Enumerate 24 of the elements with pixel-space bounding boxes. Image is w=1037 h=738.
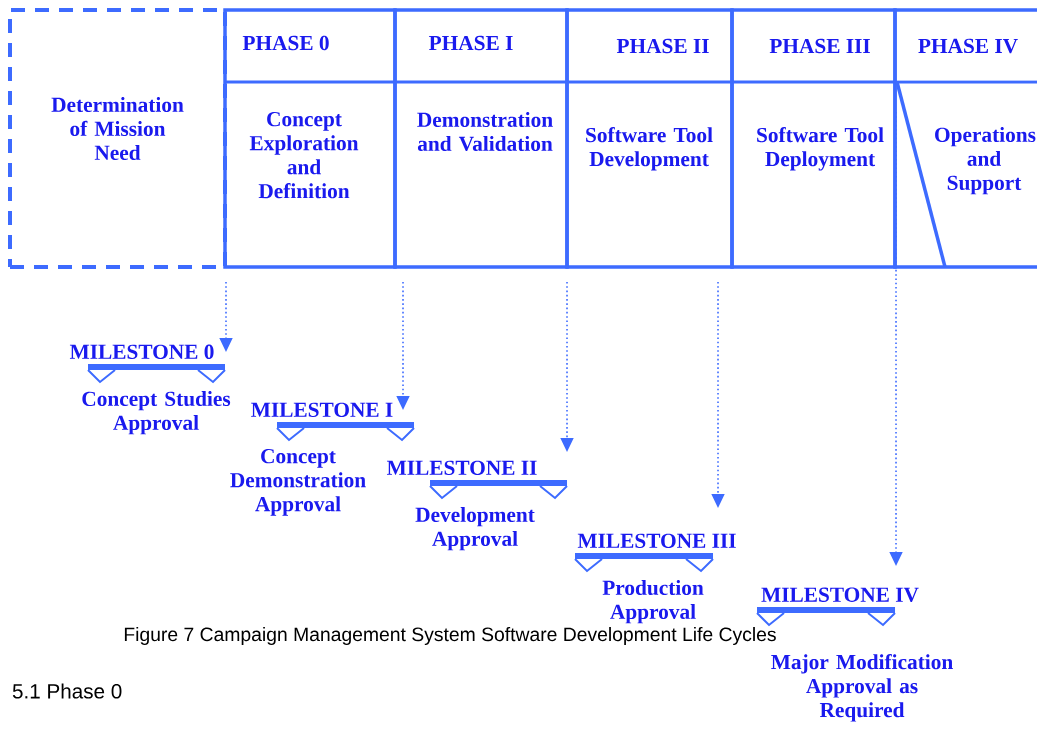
phase-column: [893, 8, 1037, 269]
phase-description: Demonstration and Validation: [417, 112, 553, 152]
phase-heading: PHASE III: [769, 38, 870, 54]
milestone-title: MILESTONE IV: [761, 587, 919, 602]
approval-text: Concept Studies Approval: [82, 391, 231, 435]
figure-caption: Figure 7 Campaign Management System Software Development Life Cycles: [124, 627, 776, 645]
phase-description: Software Tool Development: [586, 127, 713, 171]
approval-text: Development Approval: [415, 507, 535, 551]
phase-heading: PHASE II: [616, 38, 709, 54]
approval-text: Major Modification Approval as Required: [771, 654, 953, 722]
approval-text: Concept Demonstration Approval: [230, 449, 366, 516]
phase-heading: PHASE I: [429, 35, 513, 51]
dashed-box: Determination of Mission Need: [8, 8, 227, 269]
phase-description: Operations and Support: [935, 127, 1036, 195]
phase-description: Software Tool Deployment: [757, 127, 884, 171]
section-heading: 5.1 Phase 0: [12, 683, 122, 699]
milestone-title: MILESTONE III: [577, 533, 736, 548]
approval-text: Production Approval: [602, 580, 704, 624]
milestone-title: MILESTONE II: [387, 460, 537, 475]
phase-heading: PHASE 0: [242, 35, 329, 51]
phase-heading: PHASE IV: [918, 38, 1018, 54]
phase-description: Concept Exploration and Definition: [249, 112, 359, 199]
milestone-title: MILESTONE 0: [69, 344, 214, 359]
milestone-title: MILESTONE I: [251, 402, 393, 417]
